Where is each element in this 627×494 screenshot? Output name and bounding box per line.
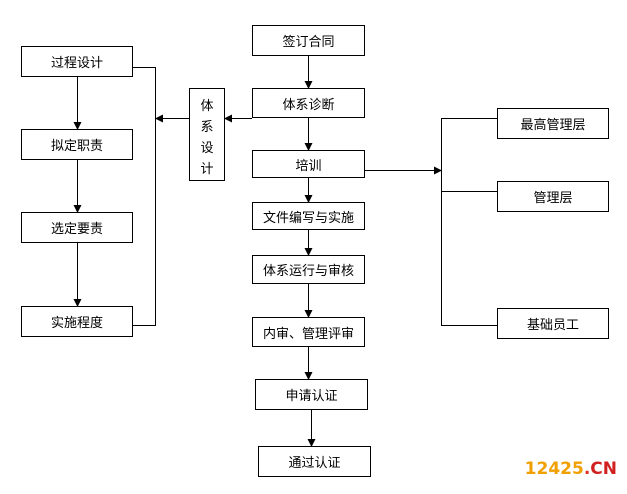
step-apply-certification: 申请认证 (255, 379, 368, 410)
left-step-define-duties: 拟定职责 (21, 129, 133, 160)
left-step-implementation: 实施程度 (21, 306, 133, 337)
system-design-char-4: 计 (200, 162, 214, 177)
right-group-base-staff: 基础员工 (497, 308, 609, 339)
step-pass-certification: 通过认证 (258, 446, 371, 477)
step-internal-audit: 内审、管理评审 (252, 317, 365, 347)
watermark-numbers: 12425 (524, 459, 584, 479)
step-training: 培训 (252, 150, 365, 178)
step-sign-contract: 签订合同 (252, 25, 365, 56)
left-bracket (133, 67, 156, 326)
watermark-suffix: CN (590, 459, 617, 479)
step-system-diagnosis: 体系诊断 (252, 88, 365, 118)
system-design-box: 体 系 设 计 (189, 88, 225, 181)
right-group-management: 管理层 (497, 181, 609, 212)
step-system-operation: 体系运行与审核 (252, 255, 365, 284)
left-step-select-responsibilities: 选定要责 (21, 212, 133, 243)
system-design-char-1: 体 (200, 99, 214, 114)
site-watermark: 12425.CN (525, 459, 617, 479)
watermark-dot: . (583, 459, 591, 479)
step-document-writing: 文件编写与实施 (252, 202, 365, 230)
right-group-top-management: 最高管理层 (497, 108, 609, 139)
left-step-process-design: 过程设计 (21, 46, 133, 77)
system-design-char-2: 系 (200, 120, 214, 135)
system-design-char-3: 设 (200, 141, 214, 156)
